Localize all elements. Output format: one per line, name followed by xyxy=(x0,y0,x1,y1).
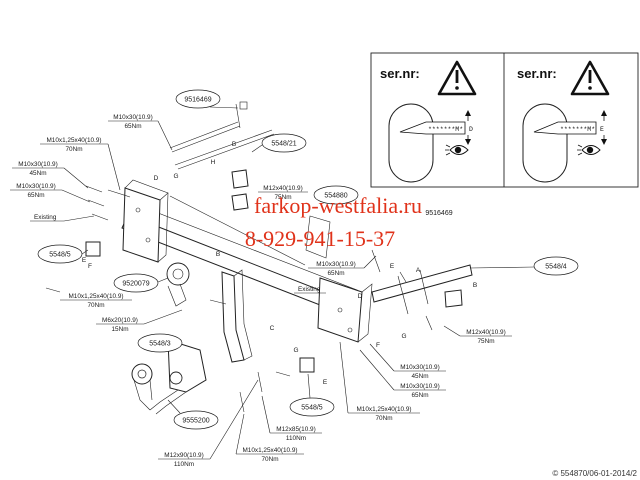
watermark: farkop-westfalia.ru 8-929-941-15-37 xyxy=(245,193,422,251)
part-number-9520079: 9520079 xyxy=(122,281,149,288)
bolt-torque: 70Nm xyxy=(375,415,392,422)
warning-triangle-icon xyxy=(570,60,610,96)
bolt-spec: M12x85(10.9) xyxy=(276,426,315,433)
bolt-torque: 65Nm xyxy=(411,392,428,399)
part-number-callouts: 9516469 5548/21 554880 5548/5 9520079 55… xyxy=(37,89,579,430)
warning-inset: ser.nr: *******M* D xyxy=(370,52,639,188)
part-number-9516469-right: 9516469 xyxy=(425,210,452,217)
bolt-torque: 70Nm xyxy=(65,146,82,153)
part-number-5548-21: 5548/21 xyxy=(271,141,296,148)
bolt-torque: 45Nm xyxy=(411,373,428,380)
bolt-spec-labels: M10x30(10.9) 65Nm M10x1,25x40(10.9) 70Nm… xyxy=(10,114,512,468)
bolt-torque: 65Nm xyxy=(327,270,344,277)
callout-letter: B xyxy=(473,282,477,289)
existing-label: Existing xyxy=(298,286,321,293)
serial-value: *******M* xyxy=(560,126,595,133)
bolt-spec: M6x20(10.9) xyxy=(102,317,138,324)
callout-letter: B xyxy=(232,141,236,148)
bolt-spec: M10x30(10.9) xyxy=(316,261,355,268)
warning-triangle-icon xyxy=(437,60,477,96)
bolt-torque: 65Nm xyxy=(124,123,141,130)
bolt-spec: M10x30(10.9) xyxy=(113,114,152,121)
callout-letter: E xyxy=(323,379,328,386)
part-number-9555200: 9555200 xyxy=(182,418,209,425)
bolt-torque: 45Nm xyxy=(29,170,46,177)
part-number-5548-5: 5548/5 xyxy=(49,252,71,259)
watermark-phone: 8-929-941-15-37 xyxy=(245,226,395,251)
serial-plate: *******M* E xyxy=(533,110,607,145)
callout-letter: E xyxy=(82,257,87,264)
callout-letter: B xyxy=(216,251,220,258)
bolt-torque: 70Nm xyxy=(261,456,278,463)
callout-letter: E xyxy=(390,263,395,270)
bolt-torque: 110Nm xyxy=(174,461,194,468)
serial-code: E xyxy=(600,126,604,133)
existing-label: Existing xyxy=(34,214,57,221)
part-number-5548-3: 5548/3 xyxy=(149,341,171,348)
bolt-spec: M10x30(10.9) xyxy=(18,161,57,168)
bolts xyxy=(45,101,433,413)
bolt-spec: M10x30(10.9) xyxy=(400,383,439,390)
callout-letter: A xyxy=(416,267,421,274)
callout-letter: D xyxy=(154,175,159,182)
callout-letter: F xyxy=(88,263,92,270)
bolt-torque: 75Nm xyxy=(274,194,291,201)
bolt-torque: 65Nm xyxy=(27,192,44,199)
watermark-site: farkop-westfalia.ru xyxy=(254,193,422,218)
copyright-reference: © 554870/06-01-2014/2 xyxy=(552,469,637,478)
bolt-spec: M10x1,25x40(10.9) xyxy=(46,137,101,144)
letter-callouts: D G H B F E B E A B D F G E C G xyxy=(82,141,477,386)
bolt-spec: M10x30(10.9) xyxy=(400,364,439,371)
bolt-spec: M12x90(10.9) xyxy=(164,452,203,459)
eye-icon xyxy=(577,144,601,156)
bolt-spec: M10x30(10.9) xyxy=(16,183,55,190)
towbar-assembly: D G H B F E B E A B D F G E C G xyxy=(45,101,477,415)
bolt-spec: M10x1,25x40(10.9) xyxy=(242,447,297,454)
towball xyxy=(131,262,207,415)
part-number-9516469: 9516469 xyxy=(184,97,211,104)
warning-panel-e: ser.nr: *******M* E xyxy=(517,60,610,183)
serial-label: ser.nr: xyxy=(380,66,420,81)
callout-letter: G xyxy=(173,173,178,180)
bolt-torque: 70Nm xyxy=(87,302,104,309)
bolt-spec: M12x40(10.9) xyxy=(263,185,302,192)
serial-value: *******M* xyxy=(428,126,463,133)
bolt-spec: M10x1,25x40(10.9) xyxy=(68,293,123,300)
bolt-spec: M10x1,25x40(10.9) xyxy=(356,406,411,413)
serial-code: D xyxy=(469,126,473,133)
bolt-torque: 75Nm xyxy=(477,338,494,345)
callout-letter: G xyxy=(293,347,298,354)
warning-panel-d: ser.nr: *******M* D xyxy=(380,60,477,183)
bolt-spec: M12x40(10.9) xyxy=(466,329,505,336)
bolt-torque: 110Nm xyxy=(286,435,306,442)
serial-label: ser.nr: xyxy=(517,66,557,81)
part-number-554880: 554880 xyxy=(324,193,347,200)
callout-letter: C xyxy=(270,325,275,332)
callout-letter: G xyxy=(401,333,406,340)
callout-letter: F xyxy=(376,342,380,349)
part-number-5548-4: 5548/4 xyxy=(545,264,567,271)
eye-icon xyxy=(445,144,469,156)
callout-letter: H xyxy=(211,159,216,166)
callout-letter: D xyxy=(358,293,363,300)
part-number-5548-5-bottom: 5548/5 xyxy=(301,405,323,412)
bolt-torque: 15Nm xyxy=(111,326,128,333)
serial-plate: *******M* D xyxy=(399,110,473,145)
